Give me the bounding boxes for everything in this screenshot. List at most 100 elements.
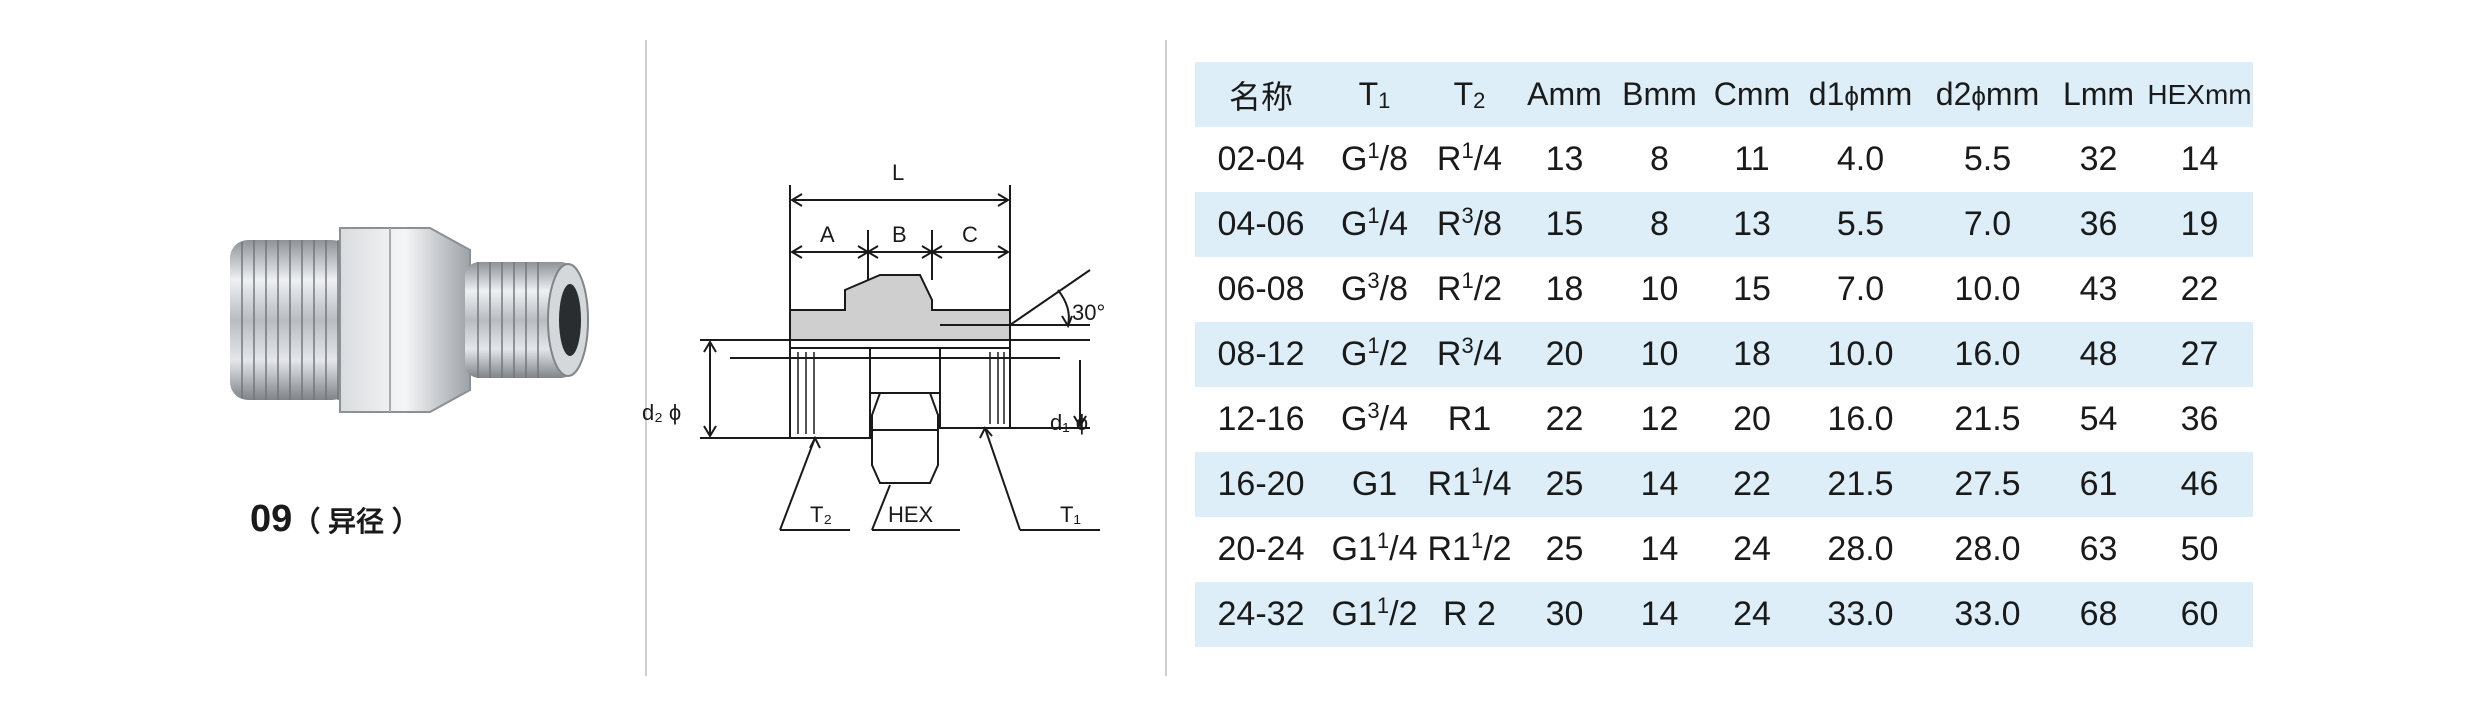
cell-t1: G1 (1351, 465, 1398, 503)
cell-d2: 7.0 (1963, 205, 2012, 243)
cell-d1: 28.0 (1827, 530, 1894, 568)
label-T2: T₂ (810, 502, 832, 527)
cell-t2: R 2 (1443, 595, 1496, 633)
cell-t1: G3/8 (1340, 268, 1409, 309)
section-body (730, 274, 1060, 484)
cell-b: 10 (1640, 270, 1679, 308)
divider-right (1165, 40, 1167, 676)
divider-left (645, 40, 647, 676)
cell-l: 68 (2079, 595, 2118, 633)
cell-name: 16-20 (1217, 465, 1305, 503)
cell-hex: 22 (2180, 270, 2219, 308)
table-header-row: 名称 T1 T2 Amm Bmm Cmm d1ϕmm d2ϕmm Lmm HEX… (1195, 62, 2253, 127)
label-d1: d₁ ϕ (1050, 410, 1088, 435)
cell-c: 24 (1733, 530, 1771, 568)
header-t2: T2 (1453, 76, 1486, 113)
cell-d1: 16.0 (1827, 400, 1894, 438)
cell-t1: G1/2 (1340, 333, 1409, 374)
cell-l: 54 (2079, 400, 2118, 438)
cell-d2: 21.5 (1954, 400, 2021, 438)
cell-d2: 28.0 (1954, 530, 2021, 568)
cell-hex: 19 (2180, 205, 2219, 243)
cell-name: 04-06 (1217, 205, 1305, 243)
cell-c: 11 (1734, 140, 1770, 178)
header-a: Amm (1527, 76, 1602, 112)
cell-a: 25 (1545, 530, 1584, 568)
cell-name: 06-08 (1217, 270, 1305, 308)
cell-b: 8 (1650, 140, 1669, 178)
cell-a: 30 (1545, 595, 1584, 633)
label-d2: d₂ ϕ (642, 400, 681, 425)
cell-d1: 4.0 (1836, 140, 1885, 178)
cell-a: 13 (1545, 140, 1584, 178)
cell-t1: G1/8 (1340, 138, 1409, 179)
cell-d1: 10.0 (1827, 335, 1894, 373)
cell-c: 13 (1733, 205, 1771, 243)
fitting-photo (230, 227, 589, 413)
small-thread (465, 262, 589, 378)
label-B: B (892, 222, 907, 247)
cell-d1: 21.5 (1827, 465, 1894, 503)
header-d2: d2ϕmm (1935, 76, 2040, 112)
label-A: A (820, 222, 835, 247)
cell-name: 24-32 (1217, 595, 1305, 633)
label-L: L (892, 160, 904, 185)
cell-b: 14 (1640, 465, 1679, 503)
cell-b: 12 (1640, 400, 1679, 438)
cell-d2: 27.5 (1954, 465, 2021, 503)
cell-hex: 36 (2180, 400, 2219, 438)
cell-b: 14 (1640, 530, 1679, 568)
cell-name: 12-16 (1217, 400, 1305, 438)
header-c: Cmm (1713, 76, 1791, 112)
cell-c: 15 (1733, 270, 1771, 308)
cell-a: 20 (1545, 335, 1584, 373)
cell-hex: 27 (2180, 335, 2219, 373)
cell-d2: 16.0 (1954, 335, 2021, 373)
label-C: C (962, 222, 978, 247)
cell-b: 8 (1650, 205, 1669, 243)
cell-c: 18 (1733, 335, 1771, 373)
cell-t2: R11/4 (1427, 463, 1512, 504)
cell-l: 63 (2079, 530, 2118, 568)
cell-t2: R1/4 (1436, 138, 1503, 179)
cell-name: 02-04 (1217, 140, 1305, 178)
hex-body (339, 227, 471, 413)
product-note: （ 异径 ） (292, 506, 420, 537)
header-d1: d1ϕmm (1808, 76, 1913, 112)
cell-name: 20-24 (1217, 530, 1305, 568)
cell-a: 22 (1545, 400, 1584, 438)
table-row: 08-12 G1/2 R3/4 20 10 18 10.0 16.0 48 27 (1195, 322, 2253, 387)
cell-d1: 33.0 (1827, 595, 1894, 633)
cell-t1: G11/4 (1331, 528, 1418, 569)
header-hex: HEXmm (2147, 78, 2252, 110)
cell-hex: 46 (2180, 465, 2219, 503)
large-thread (230, 240, 350, 400)
cell-name: 08-12 (1217, 335, 1305, 373)
cell-t1: G1/4 (1340, 203, 1409, 244)
cell-d1: 7.0 (1836, 270, 1885, 308)
cell-b: 10 (1640, 335, 1679, 373)
cell-t2: R11/2 (1427, 528, 1512, 569)
label-T1: T₁ (1060, 502, 1081, 527)
cell-a: 15 (1545, 205, 1584, 243)
cell-t2: R3/4 (1436, 333, 1503, 374)
cell-c: 22 (1733, 465, 1771, 503)
cell-t2: R3/8 (1436, 203, 1503, 244)
cell-d1: 5.5 (1836, 205, 1885, 243)
cell-hex: 14 (2180, 140, 2219, 178)
cell-t2: R1/2 (1436, 268, 1503, 309)
header-b: Bmm (1622, 76, 1697, 112)
cell-a: 18 (1545, 270, 1584, 308)
header-l: Lmm (2062, 76, 2135, 112)
header-name: 名称 (1228, 78, 1293, 115)
cell-l: 43 (2079, 270, 2118, 308)
cell-l: 48 (2079, 335, 2118, 373)
cell-a: 25 (1545, 465, 1584, 503)
cell-b: 14 (1640, 595, 1679, 633)
